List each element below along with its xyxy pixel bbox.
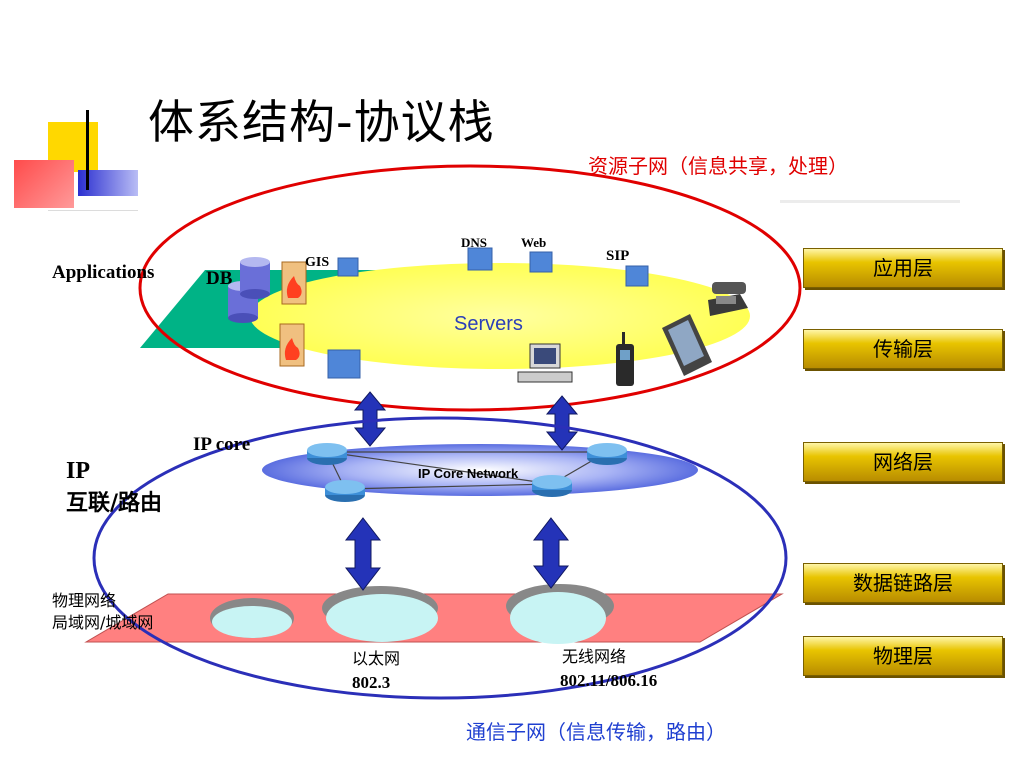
double-arrow-icon [532,517,570,589]
page-title: 体系结构-协议栈 [148,95,495,149]
db-label: DB [206,268,233,289]
decor-line [780,200,960,203]
computer-icon [517,343,573,383]
dns-server-cube [467,247,493,271]
dns-label: DNS [461,235,487,250]
mobile-phone-icon [616,332,634,386]
servers-label: Servers [454,313,523,335]
ip-core-network-label: IP Core Network [418,466,519,481]
double-arrow-icon [344,517,382,591]
layer-transport: 传输层 [803,329,1003,369]
wireless-std-label: 802.11/806.16 [560,671,657,690]
ethernet-label: 以太网 [352,649,400,668]
firewall-icon [279,323,305,367]
sip-label: SIP [606,248,629,264]
layer-physical: 物理层 [803,636,1003,676]
layer-network: 网络层 [803,442,1003,482]
applications-label: Applications [52,262,154,283]
router-icon [587,443,627,465]
ip-label: IP [66,458,90,484]
layer-application: 应用层 [803,248,1003,288]
sip-server-cube [625,265,649,287]
double-arrow-icon [545,395,579,451]
interconnect-routing-label: 互联/路由 [66,490,162,516]
web-label: Web [521,235,546,250]
gis-server-cube [337,257,359,277]
lan-man-label: 局域网/城域网 [52,613,153,632]
ethernet-cloud [322,586,438,642]
resource-subnet-caption: 资源子网（信息共享，处理） [588,154,848,178]
pda-icon [662,314,712,376]
ip-core-label: IP core [193,434,250,455]
server-cube [327,349,361,379]
resource-subnet-ellipse [138,164,802,412]
web-server-cube [529,251,553,273]
db-icon [228,257,270,323]
wireless-cloud [506,584,614,644]
router-icon [307,443,347,465]
gis-label: GIS [305,255,329,270]
double-arrow-icon [353,391,387,447]
comm-subnet-caption: 通信子网（信息传输，路由） [466,720,726,744]
router-icon [325,480,365,502]
wireless-label: 无线网络 [562,647,626,666]
ethernet-std-label: 802.3 [352,673,390,692]
telephone-icon [708,282,748,316]
router-icon [532,475,572,497]
corner-logo [0,110,140,220]
comm-subnet-ellipse [92,416,788,700]
firewall-icon [281,261,307,305]
physical-network-label: 物理网络 [52,591,116,610]
layer-data-link: 数据链路层 [803,563,1003,603]
lan-cloud [210,598,294,638]
